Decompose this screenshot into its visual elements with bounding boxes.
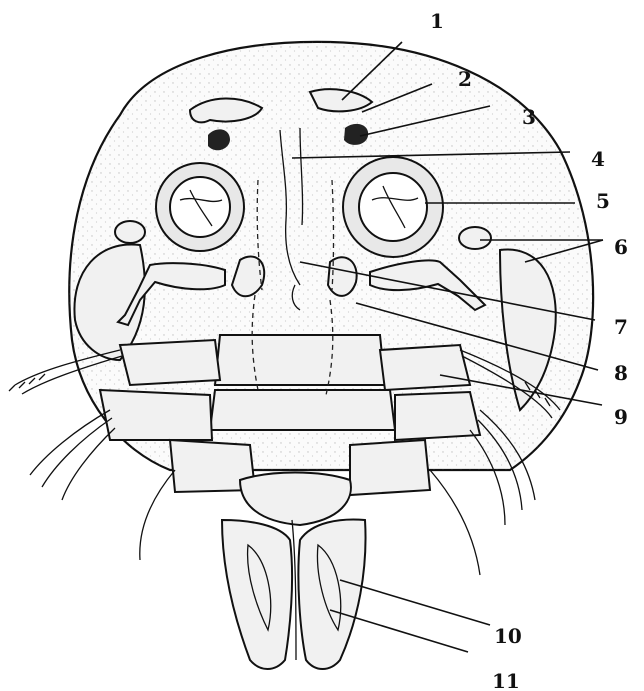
label-1: 1	[430, 9, 444, 33]
larva-body	[9, 42, 593, 669]
label-10: 10	[494, 624, 522, 648]
label-11: 11	[492, 669, 520, 691]
sucker-left	[156, 163, 244, 251]
label-7: 7	[614, 315, 628, 339]
label-6: 6	[614, 235, 628, 259]
label-3: 3	[522, 105, 536, 129]
label-4: 4	[591, 147, 605, 171]
sucker-right	[343, 157, 443, 257]
label-9: 9	[614, 405, 628, 429]
label-5: 5	[596, 189, 610, 213]
label-2: 2	[458, 67, 472, 91]
label-8: 8	[614, 361, 628, 385]
